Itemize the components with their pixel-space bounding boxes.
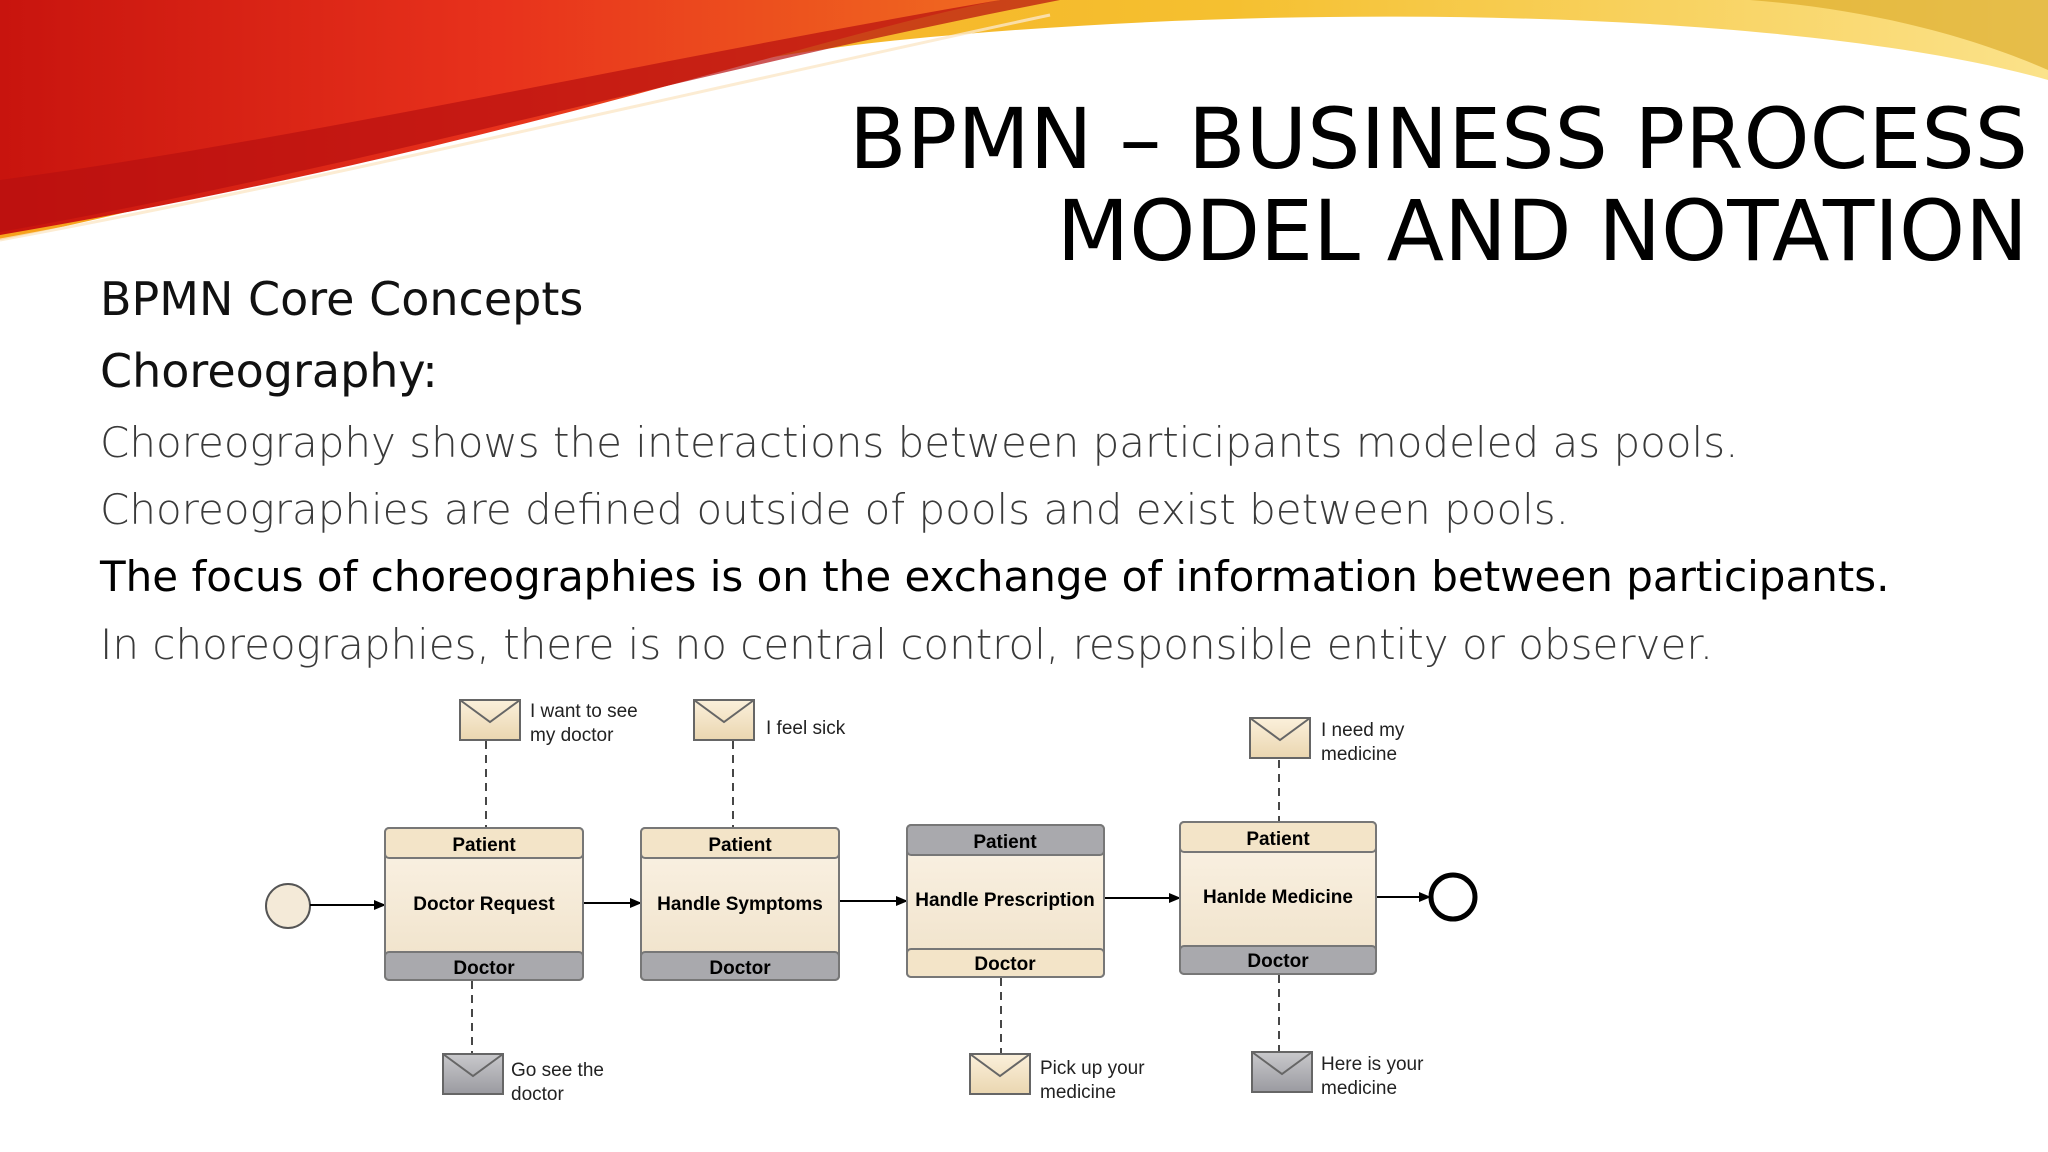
task-name: Hanlde Medicine — [1203, 887, 1353, 908]
message-envelope-icon — [1251, 1051, 1313, 1093]
message-envelope-icon — [442, 1053, 504, 1095]
task-bottom-participant: Doctor — [974, 954, 1036, 975]
message-label: my doctor — [530, 725, 614, 746]
message-label: doctor — [511, 1084, 564, 1105]
slide-title-line-2: MODEL AND NOTATION — [1056, 182, 2028, 280]
choreography-task: Patient Handle Symptoms Doctor — [640, 827, 840, 981]
message-envelope-icon — [1249, 717, 1311, 759]
body-line-4: In choreographies, there is no central c… — [100, 620, 1714, 669]
message-label: I want to see — [530, 701, 638, 722]
task-bottom-participant: Doctor — [453, 958, 515, 979]
task-top-participant: Patient — [1246, 829, 1310, 850]
message-label: medicine — [1321, 1078, 1397, 1099]
section-subheading: Choreography: — [100, 344, 438, 398]
message-label: medicine — [1321, 744, 1397, 765]
message-label: I need my — [1321, 720, 1405, 741]
body-line-3: The focus of choreographies is on the ex… — [100, 552, 1890, 601]
message-label: Here is your — [1321, 1054, 1424, 1075]
task-name: Handle Symptoms — [657, 894, 823, 915]
slide-title-line-1: BPMN – BUSINESS PROCESS — [849, 90, 2028, 188]
body-line-1: Choreography shows the interactions betw… — [100, 418, 1739, 467]
end-event — [1428, 872, 1478, 922]
message-label: I feel sick — [766, 718, 846, 739]
choreography-task: Patient Hanlde Medicine Doctor — [1179, 821, 1377, 975]
choreography-diagram: Patient Doctor Request Doctor Patient Ha… — [265, 699, 1478, 1105]
choreography-task: Patient Doctor Request Doctor — [384, 827, 584, 981]
message-label: Go see the — [511, 1060, 604, 1081]
task-bottom-participant: Doctor — [709, 958, 771, 979]
message-label: Pick up your — [1040, 1058, 1145, 1079]
task-name: Handle Prescription — [915, 890, 1095, 911]
decorative-swoosh — [0, 0, 2048, 242]
message-envelope-icon — [459, 699, 521, 741]
task-top-participant: Patient — [452, 835, 516, 856]
task-top-participant: Patient — [973, 832, 1037, 853]
body-line-2: Choreographies are defined outside of po… — [100, 485, 1570, 534]
message-envelope-icon — [693, 699, 755, 741]
message-envelope-icon — [969, 1053, 1031, 1095]
task-name: Doctor Request — [413, 894, 555, 915]
choreography-task: Patient Handle Prescription Doctor — [906, 824, 1105, 978]
section-heading: BPMN Core Concepts — [100, 272, 584, 326]
task-bottom-participant: Doctor — [1247, 951, 1309, 972]
start-event — [265, 883, 311, 929]
message-label: medicine — [1040, 1082, 1116, 1103]
task-top-participant: Patient — [708, 835, 772, 856]
